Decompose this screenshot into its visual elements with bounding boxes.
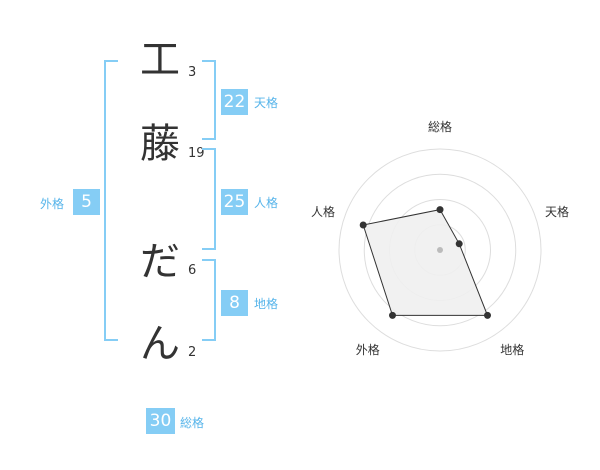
radar-center-dot [437,247,443,253]
tenkaku-value: 22 [221,89,248,115]
radar-axis-label-1: 総格 [428,120,453,134]
radar-point-1 [436,206,444,214]
radar-axis-label-5: 人格 [311,204,336,219]
radar-point-2 [455,240,463,248]
chikaku-value: 8 [221,290,248,316]
soukaku-value: 30 [146,408,175,434]
radar-ring [363,173,517,327]
name-char-3: だ [140,239,180,285]
stroke-count-4: 2 [188,345,197,360]
radar-point-5 [359,221,367,229]
tenkaku-label: 天格 [254,96,279,110]
stroke-count-1: 3 [188,65,197,80]
jinkaku-bracket [202,148,216,250]
gaikaku-label: 外格 [40,197,65,211]
gaikaku-value: 5 [73,189,100,215]
tenkaku-bracket [202,60,216,140]
radar-axis-label-2: 天格 [544,204,569,219]
radar-point-3 [484,311,491,319]
chikaku-label: 地格 [254,297,279,311]
name-char-4: ん [140,321,180,367]
jinkaku-label: 人格 [254,196,279,210]
radar-ring [338,148,542,352]
jinkaku-value: 25 [221,189,248,215]
radar-axis-label-3: 地格 [500,342,525,357]
name-char-1: 工 [140,37,180,83]
stroke-count-3: 6 [188,263,197,278]
name-char-2: 藤 [140,121,180,167]
radar-axis-label-4: 外格 [355,342,380,357]
radar-point-4 [389,311,396,319]
soukaku-label: 総格 [180,416,205,430]
chikaku-bracket [202,259,216,341]
radar-polygon [362,209,489,316]
stroke-count-2: 19 [188,146,205,161]
gaikaku-bracket [104,60,118,341]
